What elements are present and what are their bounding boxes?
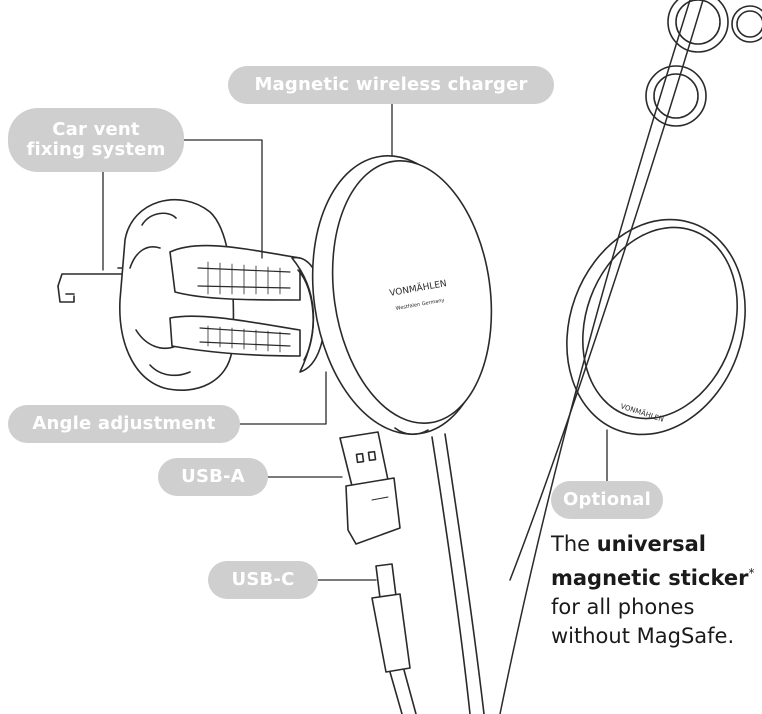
- vent-clip-hook: [57, 267, 129, 303]
- camera-lens-icon: [667, 0, 729, 53]
- desc-bold-line1: universal: [596, 532, 706, 556]
- magnetic-sticker-ring: VONMÄHLEN: [566, 218, 746, 436]
- usb-c-cable: [371, 563, 417, 714]
- usb-a-label: USB-A: [158, 458, 268, 496]
- car-vent-label: Car vent fixing system: [8, 108, 184, 172]
- vent-mount-body: [119, 198, 326, 392]
- desc-asterisk: *: [748, 566, 755, 580]
- car-vent-label-line2: fixing system: [26, 139, 166, 160]
- desc-rest-line1: for all phones: [551, 595, 695, 619]
- camera-lens-icon: [731, 5, 762, 43]
- phone-outline: [499, 0, 762, 714]
- magnetic-charger-label: Magnetic wireless charger: [228, 66, 554, 104]
- usb-a-adapter: [339, 431, 401, 545]
- usb-c-label: USB-C: [208, 561, 318, 599]
- car-vent-label-line1: Car vent: [52, 119, 140, 141]
- sticker-description: The universal magnetic sticker* for all …: [551, 530, 761, 651]
- optional-label: Optional: [551, 481, 663, 519]
- magnetic-charger-puck: VONMÄHLEN Westfalen Germany: [311, 155, 493, 436]
- desc-rest-line2: without MagSafe.: [551, 624, 735, 648]
- angle-adjustment-label: Angle adjustment: [8, 405, 240, 443]
- charging-cable: [431, 433, 485, 714]
- leader-lines: [102, 103, 608, 581]
- desc-prefix: The: [551, 532, 597, 556]
- ring-logo: VONMÄHLEN: [619, 401, 665, 423]
- camera-lens-icon: [645, 65, 707, 127]
- desc-bold-line2: magnetic sticker: [551, 566, 749, 590]
